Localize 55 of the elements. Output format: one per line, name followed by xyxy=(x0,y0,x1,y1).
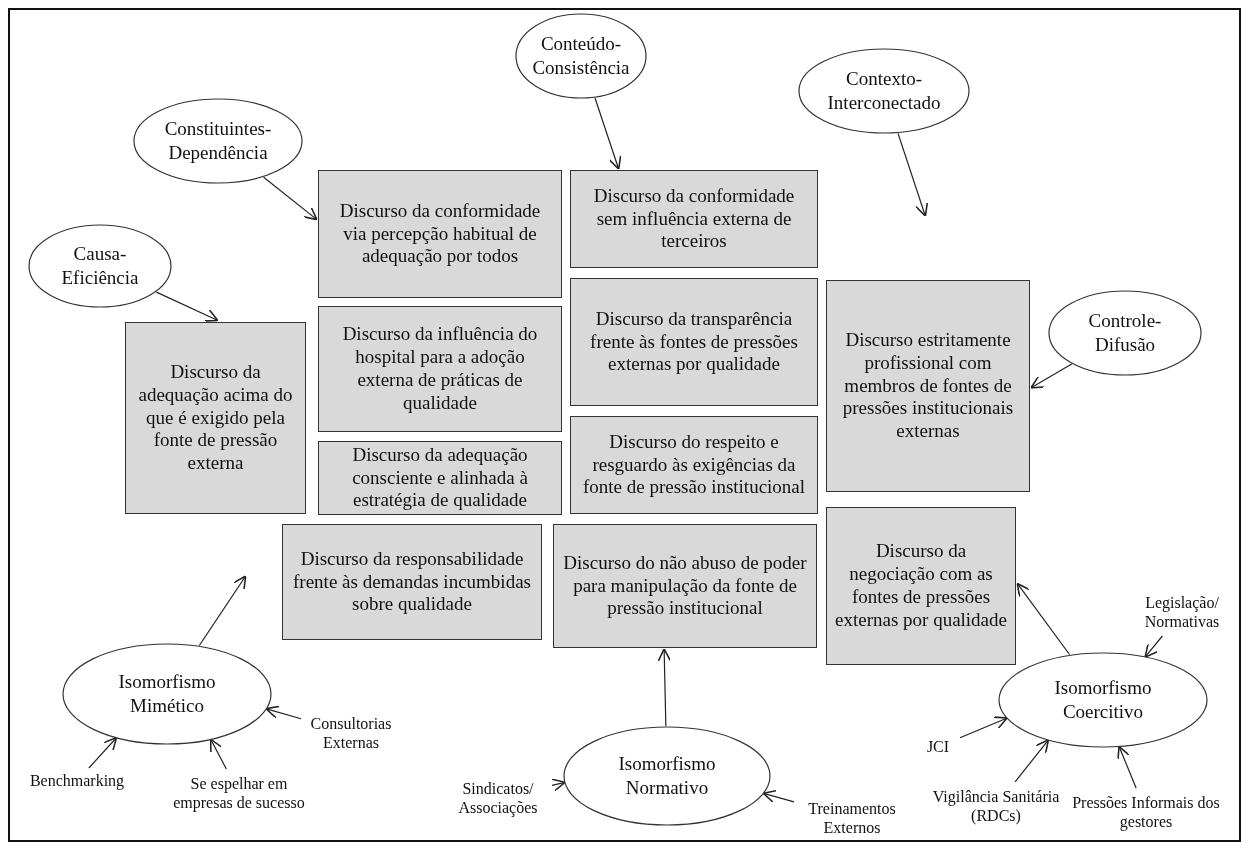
discourse-box xyxy=(318,170,562,298)
arrow xyxy=(88,736,118,769)
discourse-box xyxy=(125,322,306,514)
ellipse-label: Contexto-Interconectado xyxy=(826,67,942,115)
ellipse-label: Causa-Eficiência xyxy=(60,242,140,290)
ellipse-node xyxy=(563,726,771,826)
box-text: Discurso da influência do hospital para a adoção externa de práticas de qualidade xyxy=(341,323,539,415)
arrow xyxy=(594,97,622,170)
discourse-box xyxy=(570,416,818,514)
arrow xyxy=(263,176,318,221)
box-text: Discurso da responsabilidade frente às demandas incumbidas sobre qualidade xyxy=(292,547,532,617)
arrow xyxy=(959,716,1008,739)
ellipse-label: Isomorfismo Coercitivo xyxy=(1053,676,1153,724)
ellipse-label: Constituintes-Dependência xyxy=(163,117,273,165)
ellipse-label: Conteúdo-Consistência xyxy=(531,32,631,80)
ellipse-node xyxy=(998,652,1208,748)
ellipse-node xyxy=(1048,290,1202,376)
ellipse-node xyxy=(515,13,647,99)
box-text: Discurso da conformidade sem influência externa de terceiros xyxy=(592,184,796,254)
arrow xyxy=(1014,739,1050,783)
discourse-box xyxy=(318,306,562,432)
arrow xyxy=(1117,745,1137,789)
box-text: Discurso da transparência frente às fontes de pressões externas por qualidade xyxy=(589,307,799,377)
ellipse-node xyxy=(28,224,172,308)
ellipse-node xyxy=(133,98,303,184)
ellipse-label: Controle-Difusão xyxy=(1087,309,1163,357)
discourse-box xyxy=(570,278,818,406)
discourse-box xyxy=(318,441,562,515)
arrow xyxy=(762,789,795,803)
discourse-box xyxy=(826,507,1016,665)
box-text: Discurso do não abuso de poder para manipulação da fonte de pressão institucional xyxy=(562,551,808,621)
arrow xyxy=(1016,582,1071,656)
ellipse-label: Isomorfismo Normativo xyxy=(617,752,717,800)
ellipse-label: Isomorfismo Mimético xyxy=(117,670,217,718)
arrow xyxy=(265,705,302,720)
box-text: Discurso estritamente profissional com membros de fontes de pressões institucionais externas xyxy=(841,329,1015,443)
arrow xyxy=(198,575,247,647)
arrow xyxy=(209,738,227,770)
arrow xyxy=(551,778,566,792)
arrow xyxy=(155,291,219,322)
ellipse-node xyxy=(62,643,272,745)
discourse-box xyxy=(282,524,542,640)
ellipse-node xyxy=(798,48,970,134)
box-text: Discurso da conformidade via percepção habitual de adequação por todos xyxy=(338,199,542,269)
arrow xyxy=(1144,635,1163,658)
discourse-box xyxy=(553,524,817,648)
discourse-box xyxy=(826,280,1030,492)
discourse-box xyxy=(570,170,818,268)
box-text: Discurso do respeito e resguardo às exigências da fonte de pressão institucional xyxy=(581,430,807,500)
box-text: Discurso da adequação consciente e alinhada à estratégia de qualidade xyxy=(351,443,529,513)
arrow xyxy=(657,648,672,727)
arrow xyxy=(897,132,929,217)
box-text: Discurso da negociação com as fontes de pressões externas por qualidade xyxy=(835,540,1007,632)
box-text: Discurso da adequação acima do que é exigido pela fonte de pressão externa xyxy=(137,361,294,475)
arrow xyxy=(1030,363,1073,389)
